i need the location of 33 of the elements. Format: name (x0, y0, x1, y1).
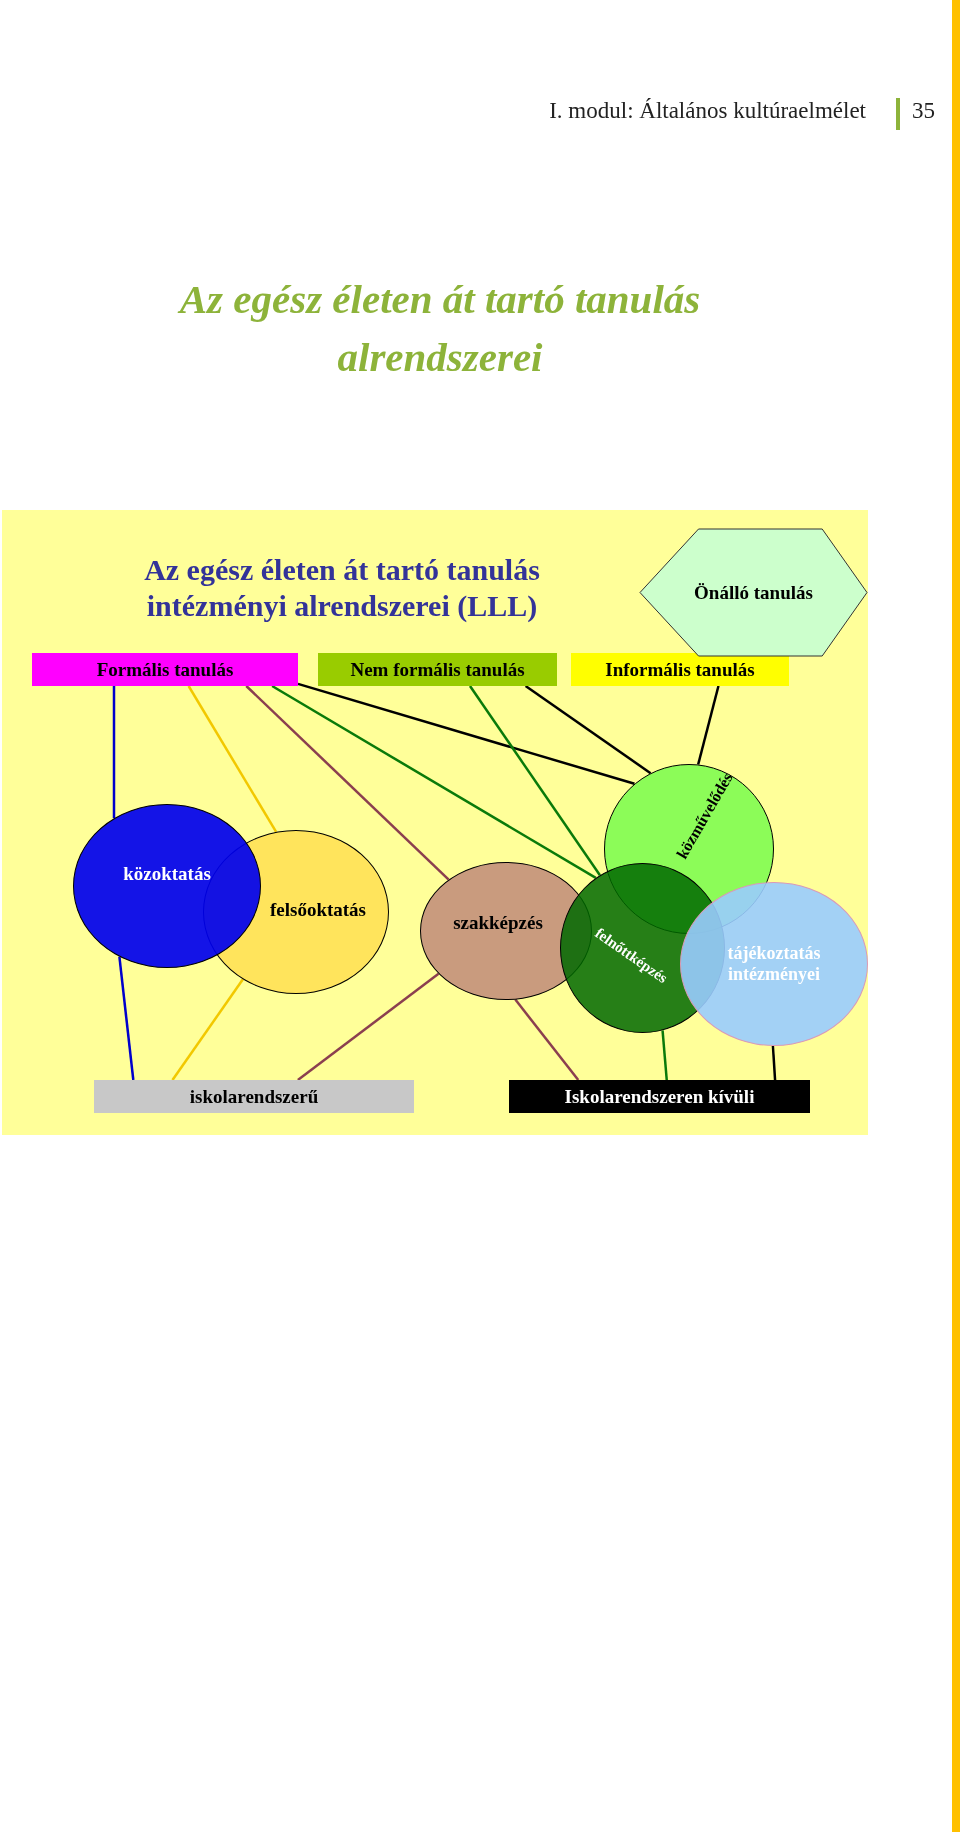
connector-line (524, 684, 652, 775)
box-label: Formális tanulás (96, 658, 234, 681)
ellipse-label: szakképzés (453, 912, 543, 934)
connector-line (271, 684, 597, 879)
connector-line (468, 685, 601, 876)
connector-line (112, 686, 116, 819)
connector-line (771, 1045, 777, 1081)
category-box (32, 653, 298, 686)
connector-line (696, 685, 720, 765)
ellipse-label: felsőoktatás (269, 899, 367, 921)
box-label: Iskolarendszeren kívüli (564, 1085, 755, 1108)
connector-line (514, 998, 580, 1081)
diagram-heading: Az egész életen át tartó tanulás intézményi alrendszerei (LLL) (143, 552, 541, 624)
hexagon-label: Önálló tanulás (694, 581, 813, 604)
box-label: iskolarendszerű (189, 1085, 319, 1108)
connector-line (297, 682, 635, 785)
page-title: Az egész életen át tartó tanulás alrendszerei (176, 275, 702, 382)
ellipse-label: közoktatás (123, 863, 211, 885)
box-label: Informális tanulás (605, 658, 755, 681)
category-box (318, 653, 557, 686)
page-number: 35 (912, 98, 935, 124)
connector-line (661, 1030, 668, 1081)
connector-line (297, 972, 440, 1081)
connector-line (118, 956, 135, 1081)
connector-line (171, 978, 244, 1081)
category-box (509, 1080, 810, 1113)
connector-line (245, 685, 450, 881)
header-text: I. modul: Általános kultúraelmélet (549, 98, 866, 124)
box-label: Nem formális tanulás (350, 658, 525, 681)
ellipse-label: tájékoztatás intézményei (726, 943, 822, 985)
connector-line (187, 685, 278, 833)
category-box (94, 1080, 414, 1113)
category-box (571, 653, 789, 686)
